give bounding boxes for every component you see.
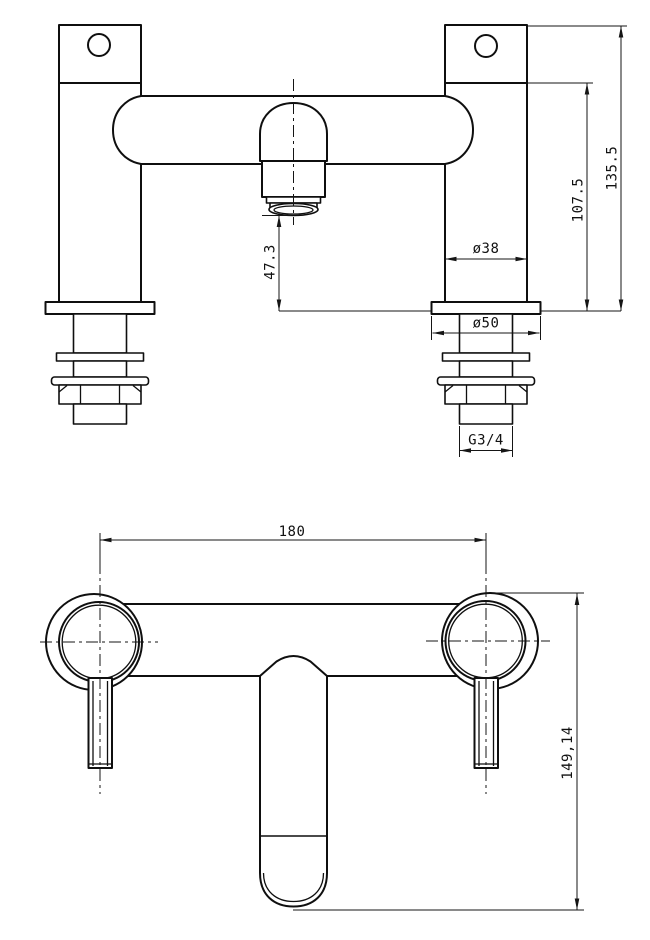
- right-nut-chamfer-b: [518, 384, 528, 393]
- dim-label-handle-centres: 180: [279, 524, 306, 540]
- left-head-hole: [87, 33, 111, 57]
- left-tube-mid: [72, 360, 128, 378]
- dim-label-overall-height: 135.5: [605, 146, 621, 191]
- left-mounting-stack: [44, 301, 156, 425]
- right-hex-nut: [444, 384, 528, 405]
- left-hex-nut: [58, 384, 142, 405]
- left-threaded-tail: [72, 403, 128, 425]
- dim-label-spout-outlet-height: 47.3: [263, 244, 279, 280]
- dim-label-body-diameter: ø38: [473, 241, 500, 257]
- left-washer-2: [50, 376, 150, 386]
- left-nut-chamfer-b: [132, 384, 142, 393]
- front-right-pillar: [444, 24, 528, 303]
- dim-label-deck-to-body-top: 107.5: [571, 178, 587, 223]
- right-threaded-tail: [458, 403, 514, 425]
- dim-label-inlet-thread: G3/4: [468, 433, 504, 449]
- plan-left-handle: [40, 562, 158, 794]
- right-washer-1: [441, 352, 531, 362]
- right-tube-mid: [458, 360, 514, 378]
- dim-label-flange-diameter: ø50: [473, 316, 500, 332]
- right-washer-2: [436, 376, 536, 386]
- dim-label-overall-depth: 149,14: [560, 726, 576, 780]
- left-flange: [44, 301, 156, 315]
- plan-spout: [259, 655, 328, 908]
- left-washer-1: [55, 352, 145, 362]
- plan-right-handle: [426, 562, 550, 794]
- plan-view: 180 149,14: [40, 524, 584, 911]
- left-nut-chamfer-a: [58, 384, 68, 393]
- front-left-pillar: [58, 24, 142, 303]
- plan-spout-tip-inner-rim: [262, 872, 325, 903]
- front-spout: [259, 79, 328, 225]
- front-view: 135.5 107.5 47.3 ø38 ø50 G3/4: [44, 24, 627, 457]
- right-head-hole: [474, 34, 498, 58]
- plan-spout-outline: [259, 655, 328, 908]
- right-nut-chamfer-a: [444, 384, 454, 393]
- front-view-dimensions: 135.5 107.5 47.3 ø38 ø50 G3/4: [262, 25, 627, 457]
- plan-view-dimensions: 180 149,14: [99, 524, 584, 911]
- left-tube-upper: [72, 313, 128, 354]
- right-flange: [430, 301, 542, 315]
